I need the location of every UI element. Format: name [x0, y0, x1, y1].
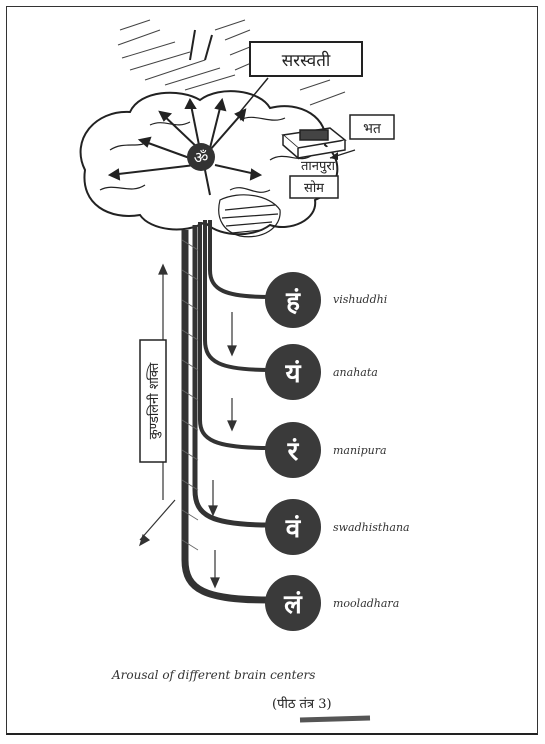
figure-note: (पीठ तंत्र 3): [272, 697, 332, 712]
kundalini-box: [139, 339, 167, 463]
chakra-circles: [265, 272, 321, 631]
hand-label-saraswati: सरस्वती: [282, 50, 331, 71]
chakra-swadhisthana-syllable: वं: [285, 514, 302, 544]
chakra-swadhisthana-label: swadhisthana: [333, 521, 410, 534]
chakra-vishuddhi-syllable: हं: [285, 287, 301, 317]
om-glyph: ॐ: [194, 148, 209, 167]
spinal-hatch: [181, 239, 199, 551]
chakra-mooladhara-syllable: लं: [283, 590, 303, 620]
chakra-mooladhara-label: mooladhara: [333, 597, 400, 610]
som-box: [289, 175, 339, 199]
chakra-anahata-syllable: यं: [284, 359, 301, 389]
bhat-box: [349, 114, 395, 140]
cerebellum: [218, 194, 281, 238]
om-circle: [187, 143, 215, 171]
figure-caption: Arousal of different brain centers: [112, 668, 316, 682]
chakra-anahata-label: anahata: [333, 366, 378, 379]
chakra-swadhisthana-circle: [265, 499, 321, 555]
chakra-manipura-syllable: रं: [287, 437, 300, 467]
hand-label-kundalini: कुण्डलिनी शक्ति: [146, 362, 162, 439]
chakra-manipura-label: manipura: [333, 444, 387, 457]
hand-label-bhat: भत: [363, 121, 382, 137]
hand-label-som: सोम: [304, 180, 324, 196]
book-icon: [281, 127, 347, 160]
note-underline: [299, 715, 371, 723]
chakra-manipura-circle: [265, 422, 321, 478]
hand-label-tanpura: तानपुरा: [301, 159, 336, 174]
chakra-anahata-circle: [265, 344, 321, 400]
chakra-vishuddhi-circle: [265, 272, 321, 328]
chakra-vishuddhi-label: vishuddhi: [333, 293, 388, 306]
spinal-column: [181, 220, 271, 604]
saraswati-box: [249, 41, 363, 77]
chakra-mooladhara-circle: [265, 575, 321, 631]
brain-arrows: [107, 29, 263, 196]
